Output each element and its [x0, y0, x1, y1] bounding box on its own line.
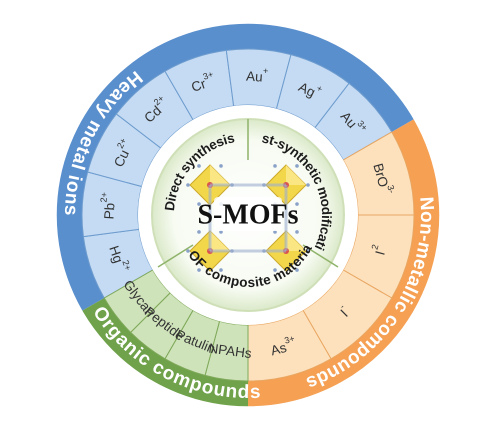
- analyte-label: NPAHs: [208, 341, 253, 362]
- category-band-1: [248, 119, 440, 407]
- center-title: S-MOFs: [197, 199, 298, 230]
- category-band-0: [56, 23, 415, 312]
- synthesis-method-disc: S-MOFs: [138, 105, 358, 325]
- analyte-label: BrO3-: [371, 161, 397, 197]
- analyte-cell-ring: [81, 48, 415, 382]
- analyte-label: As3+: [268, 334, 298, 358]
- mof-structure-graphic: [186, 164, 310, 272]
- analyte-label: Cu2+: [108, 136, 136, 169]
- analyte-label: Cr3+: [188, 69, 217, 94]
- analyte-label: Ag+: [296, 76, 324, 102]
- analyte-label: I2: [369, 243, 389, 256]
- analyte-label: Pb2+: [98, 192, 118, 220]
- analyte-label: Au+: [246, 65, 269, 85]
- analyte-label: Hg2+: [107, 243, 133, 275]
